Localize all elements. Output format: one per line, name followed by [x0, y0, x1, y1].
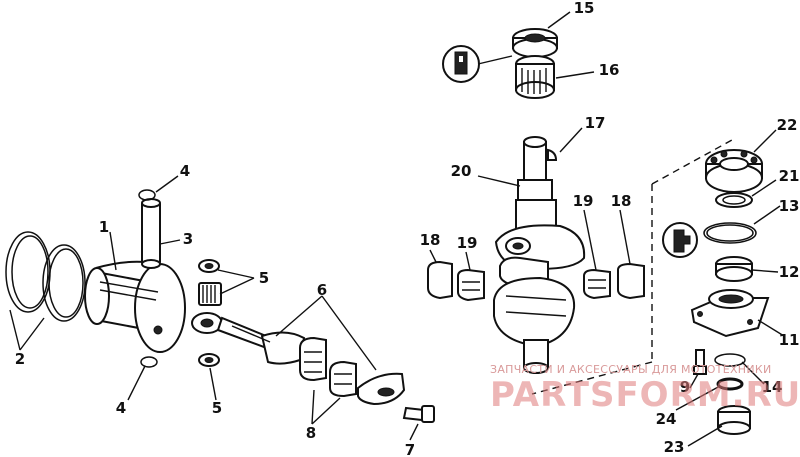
watermark-tagline: ЗАПЧАСТИ И АКСЕССУАРЫ ДЛЯ МОТОТЕХНИКИ	[490, 363, 772, 376]
leader-lines	[9, 11, 785, 447]
bushing	[717, 405, 751, 435]
lubricant-icon	[662, 222, 698, 258]
callout-20: 20	[451, 162, 472, 180]
crankshaft	[493, 136, 586, 374]
needle-bearing-washer-top	[198, 259, 220, 273]
rod-bolt	[402, 405, 435, 423]
roller-bearing-upper	[515, 55, 555, 99]
needle-bearing-small-end	[198, 282, 222, 306]
bearing-housing	[690, 289, 770, 338]
main-bearing-half-18-left	[427, 260, 453, 300]
callout-13: 13	[779, 197, 800, 215]
watermark: ЗАПЧАСТИ И АКСЕССУАРЫ ДЛЯ МОТОТЕХНИКИ PA…	[490, 363, 800, 415]
callout-16: 16	[599, 61, 620, 79]
callout-18-left: 18	[420, 231, 441, 249]
callout-11: 11	[779, 331, 800, 349]
callout-21: 21	[779, 167, 800, 185]
lower-seal	[715, 256, 753, 282]
o-ring-dark	[716, 377, 744, 391]
pin-retainer-top	[138, 189, 156, 201]
callout-18-right: 18	[611, 192, 632, 210]
pin-retainer-bottom	[140, 356, 158, 368]
rod-bearing-half-left	[299, 336, 327, 382]
callout-4-bottom: 4	[116, 399, 126, 417]
callout-6: 6	[317, 281, 327, 299]
main-bearing-half-18-right	[617, 262, 645, 300]
callout-14: 14	[762, 378, 783, 396]
retaining-ring	[715, 192, 753, 208]
housing-screw	[693, 349, 707, 375]
rod-cap	[357, 372, 406, 406]
rod-bearing-half-right	[329, 360, 357, 398]
needle-bearing-washer-bottom	[198, 353, 220, 367]
main-bearing-half-19-right	[583, 268, 611, 300]
sealant-icon	[442, 45, 480, 83]
callout-5-top: 5	[259, 269, 269, 287]
ball-bearing	[705, 149, 763, 193]
callout-9: 9	[680, 378, 690, 396]
piston-ring-inner	[42, 244, 86, 322]
callout-4-top: 4	[180, 162, 190, 180]
callout-19-left: 19	[457, 234, 478, 252]
callout-8: 8	[306, 424, 316, 442]
callout-22: 22	[777, 116, 798, 134]
crankshaft-seal	[512, 28, 558, 58]
piston-pin	[141, 198, 161, 269]
callout-17: 17	[585, 114, 606, 132]
o-ring-large	[703, 222, 757, 244]
callout-23: 23	[664, 438, 685, 456]
woodruff-key	[547, 148, 558, 161]
connecting-rod	[191, 312, 306, 365]
callout-12: 12	[779, 263, 800, 281]
callout-1: 1	[99, 218, 109, 236]
o-ring-small	[714, 353, 746, 367]
callout-19-right: 19	[573, 192, 594, 210]
piston	[84, 260, 186, 353]
callout-2: 2	[15, 350, 25, 368]
callout-24: 24	[656, 410, 677, 428]
callout-7: 7	[405, 441, 415, 457]
callout-5-bottom: 5	[212, 399, 222, 417]
watermark-brand: PARTSFORM.RU	[490, 375, 800, 415]
assembly-outline	[531, 139, 733, 395]
callout-15: 15	[574, 0, 595, 17]
callout-numbers: 1 2 3 4 4 5 5 6 7 8 9 11 12 13 14 15 16 …	[15, 0, 800, 457]
callout-3: 3	[183, 230, 193, 248]
main-bearing-half-19-left	[457, 268, 485, 302]
